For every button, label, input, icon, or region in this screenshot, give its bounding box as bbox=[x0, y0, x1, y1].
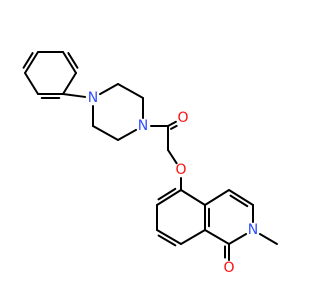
bond-c11-o1 bbox=[170, 124, 178, 130]
bond-n1-c7 bbox=[98, 83, 119, 96]
bond-c19-c17 bbox=[204, 229, 230, 245]
bond-n3-c19 bbox=[228, 233, 248, 245]
bond-c1-c2 bbox=[24, 51, 39, 74]
atom-symbol-n: N bbox=[138, 118, 148, 134]
atom-label-backdrop bbox=[176, 111, 190, 125]
atom-o1: O bbox=[176, 110, 190, 126]
canvas-background bbox=[0, 0, 300, 300]
atom-n2: N bbox=[136, 118, 150, 134]
atom-symbol-n: N bbox=[248, 222, 258, 238]
bond-c13-c14 bbox=[157, 187, 177, 201]
bond-c5-c6 bbox=[62, 51, 77, 74]
atom-o2: O bbox=[174, 162, 188, 178]
bond-c2-c3 bbox=[24, 72, 39, 95]
bond-n2-c9 bbox=[117, 128, 138, 141]
bond-c4-n1 bbox=[62, 93, 87, 98]
bond-layer bbox=[22, 51, 278, 261]
bond-c15-c16 bbox=[156, 229, 182, 245]
atom-label-backdrop bbox=[246, 223, 260, 237]
atom-symbol-n: N bbox=[88, 90, 98, 106]
bond-c5-c6 bbox=[67, 52, 79, 69]
bond-c18-c13 bbox=[180, 189, 206, 206]
molecule-structure-diagram: N N O O N O bbox=[0, 0, 300, 300]
bond-c1-c2 bbox=[22, 52, 34, 69]
bond-n3-c_methyl bbox=[258, 233, 278, 245]
atom-symbol-o: O bbox=[223, 260, 234, 276]
bond-c18-c22 bbox=[204, 189, 230, 206]
bond-c15-c16 bbox=[157, 234, 177, 247]
atom-n1: N bbox=[86, 90, 100, 106]
atom-n3: N bbox=[246, 222, 260, 238]
bond-c22-c21 bbox=[229, 194, 249, 208]
atom-label-layer: N N O O N O bbox=[86, 90, 260, 276]
bond-c13-c14 bbox=[156, 189, 182, 206]
atom-symbol-o: O bbox=[177, 110, 188, 126]
atom-symbol-o: O bbox=[175, 162, 186, 178]
bond-c12-o2 bbox=[167, 149, 178, 165]
bond-c4-c5 bbox=[62, 72, 77, 95]
bond-c22-c21 bbox=[228, 189, 254, 206]
bond-c16-c17 bbox=[180, 229, 206, 245]
bond-c9-c10 bbox=[92, 125, 119, 141]
bond-c7-c8 bbox=[117, 83, 144, 99]
atom-label-backdrop bbox=[86, 91, 100, 105]
atom-label-backdrop bbox=[136, 119, 150, 133]
bond-c11-o1 bbox=[167, 120, 177, 127]
atom-label-backdrop bbox=[174, 163, 188, 177]
atom-label-backdrop bbox=[222, 261, 236, 275]
atom-o3: O bbox=[222, 260, 236, 276]
